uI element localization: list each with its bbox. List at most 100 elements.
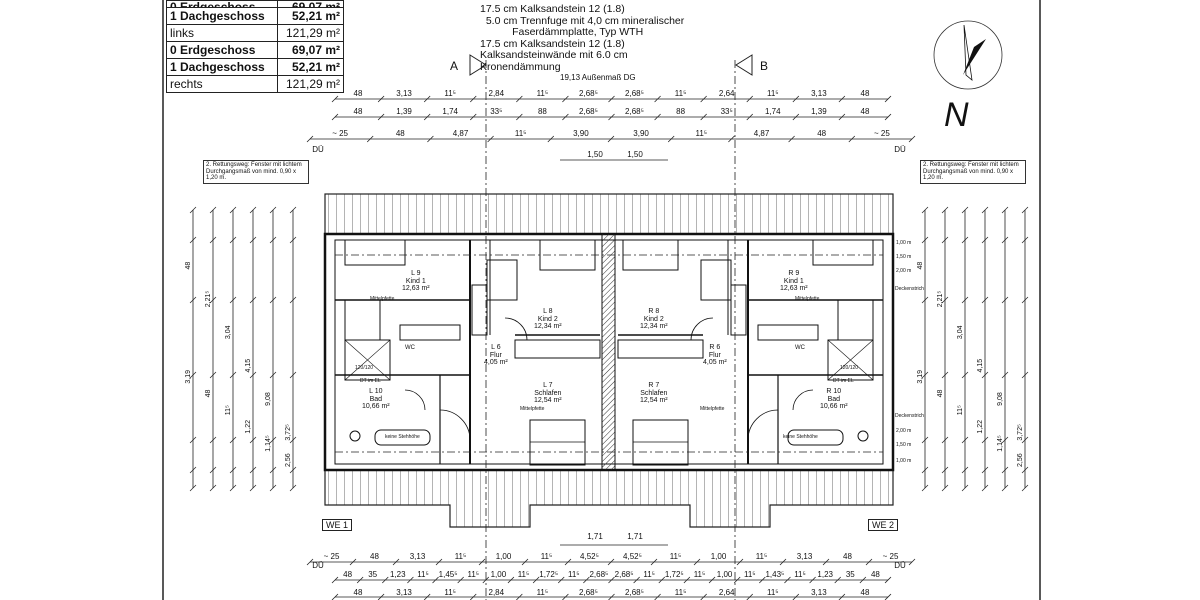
dimension-right-vertical: 4,15 <box>977 359 984 373</box>
height-mark: 2,00 m <box>896 428 911 434</box>
note-line: Faserdämmplatte, Typ WTH <box>480 26 644 38</box>
dimension-bottom-row3: 48 <box>861 588 870 597</box>
dimension-bottom-row3: 2,84 <box>489 588 505 597</box>
label-shower-right: 120/120 <box>840 365 859 371</box>
dimension-right-vertical: 3,72⁵ <box>1017 424 1024 441</box>
dimension-bottom-row1: 3,13 <box>410 552 426 561</box>
label-shower-left: 120/120 <box>355 365 374 371</box>
dimension-top-row2: 88 <box>538 107 547 116</box>
dimension-top-row3: ~ 25 <box>874 129 890 138</box>
dimension-top-row3: ~ 25 <box>332 129 348 138</box>
dimension-top-row1: 2,68⁵ <box>625 89 644 98</box>
area-value: 121,29 m² <box>276 75 345 93</box>
dimension-top-row1: 11⁵ <box>537 89 549 98</box>
height-mark: 1,00 m <box>896 240 911 246</box>
dimension-bottom-row2: 1,23 <box>390 570 406 579</box>
dimension-top-row1: 48 <box>354 89 363 98</box>
dimension-bottom-row1: 1,00 <box>496 552 512 561</box>
label-mittelpfette-center-left: Mittelpfette <box>520 406 545 412</box>
height-mark: 1,00 m <box>896 458 911 464</box>
dimension-top-row1: 2,68⁵ <box>579 89 598 98</box>
dimension-top-row2: 48 <box>861 107 870 116</box>
dimension-top-row2: 33⁵ <box>490 107 502 116</box>
unit-label-we2: WE 2 <box>868 519 899 531</box>
label-deckenstrich-top: Deckenstrich <box>895 286 924 292</box>
dimension-top-row3: 48 <box>817 129 826 138</box>
label-wc-left: WC <box>405 345 415 351</box>
dimension-bottom-row2: 1,43⁵ <box>765 570 784 579</box>
label-deckenstrich-bottom: Deckenstrich <box>895 413 924 419</box>
label-dt-left: DT im EL <box>360 378 381 384</box>
area-label: links <box>166 24 278 42</box>
dimension-top-row3: 48 <box>396 129 405 138</box>
label-mittelpfette-right: Mittelpfette <box>795 296 820 302</box>
dimension-top-row3: 4,87 <box>754 129 770 138</box>
dimension-bottom-row3: 11⁵ <box>675 588 687 597</box>
dimension-bottom-row1: 11⁵ <box>541 552 553 561</box>
dimension-left-vertical: 3,72⁵ <box>285 424 292 441</box>
dimension-bottom-row3: 48 <box>354 588 363 597</box>
dimension-bottom-row1: ~ 25 <box>883 552 899 561</box>
dimension-bottom-row1: 48 <box>370 552 379 561</box>
dimension-bottom-row3: 11⁵ <box>537 588 549 597</box>
dimension-top-row2: 1,39 <box>811 107 827 116</box>
dimension-bottom-row1: ~ 25 <box>324 552 340 561</box>
do-label: DÜ <box>312 145 324 154</box>
note-line: 17.5 cm Kalksandstein 12 (1.8) <box>480 37 625 50</box>
dimension-top-row1: 3,13 <box>811 89 827 98</box>
interior-walls-left <box>335 239 601 466</box>
dimension-bottom-row1: 3,13 <box>797 552 813 561</box>
dimension-top-row1: 2,64 <box>719 89 735 98</box>
bottom-dimension-ticks <box>306 558 916 600</box>
section-marker-b <box>735 54 753 76</box>
dimension-top-row2: 88 <box>676 107 685 116</box>
dimension-bottom-row1: 4,52⁵ <box>623 552 642 561</box>
dimension-top-row3: 11⁵ <box>515 129 527 138</box>
exterior-dimension-label: 19,13 Außenmaß DG <box>560 73 636 82</box>
dimension-right-vertical: 48 <box>937 390 944 398</box>
area-value: 52,21 m² <box>276 7 345 25</box>
escape-route-note-left: 2. Rettungsweg: Fenster mit lichtem Durc… <box>203 160 309 184</box>
dimension-bottom-row2: 1,72⁵ <box>539 570 558 579</box>
dimension-bottom-row1: 11⁵ <box>670 552 682 561</box>
dimension-top-row3: 3,90 <box>633 129 649 138</box>
area-label: 1 Dachgeschoss <box>166 58 278 76</box>
dimension-left-vertical: 48 <box>205 390 212 398</box>
label-mittelpfette-center-right: Mittelpfette <box>700 406 725 412</box>
height-mark: 1,50 m <box>896 442 911 448</box>
section-lines <box>335 60 883 600</box>
dimension-bottom-row2: 1,45⁵ <box>439 570 458 579</box>
area-value: 69,07 m² <box>276 0 345 8</box>
dimension-bottom-row2: 11⁵ <box>568 570 580 579</box>
dimension-bottom-row2: 11⁵ <box>518 570 530 579</box>
dimension-left-vertical: 48 <box>185 262 192 270</box>
dimension-bottom-row1: 11⁵ <box>756 552 768 561</box>
dimension-left-vertical: 1,14⁵ <box>265 435 272 452</box>
dimension-right-vertical: 2,56 <box>1017 453 1024 467</box>
left-vertical-dimensions <box>192 210 294 488</box>
dimension-bottom-row2: 11⁵ <box>643 570 655 579</box>
label-steh-left: keine Stehhöhe <box>385 434 420 440</box>
dimension-top-row1: 3,13 <box>396 89 412 98</box>
dimension-bottom-row3: 3,13 <box>396 588 412 597</box>
roof-outline <box>323 193 895 528</box>
note-line: Kalksandsteinwände mit 6.0 cm <box>480 49 628 61</box>
dimension-bottom-row2: 11⁵ <box>694 570 706 579</box>
dimension-right-vertical: 48 <box>917 262 924 270</box>
area-value: 69,07 m² <box>276 41 345 59</box>
dimension-bottom-row2: 1,23 <box>817 570 833 579</box>
dimension-bottom-row3: 11⁵ <box>444 588 456 597</box>
dimension-bottom-row2: 11⁵ <box>794 570 806 579</box>
dimension-center-top: 1,50 <box>587 150 603 159</box>
dimension-right-vertical: 9,08 <box>997 392 1004 406</box>
